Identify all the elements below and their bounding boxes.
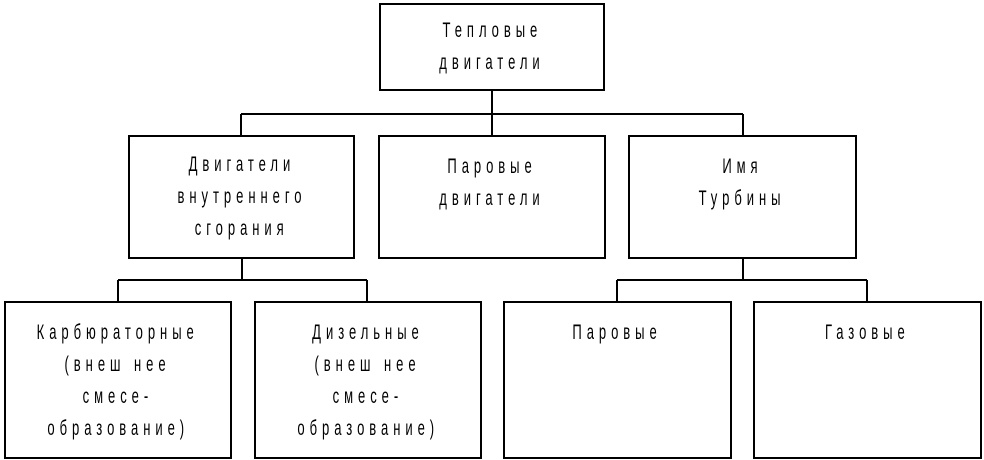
node-label: сгорания (194, 217, 289, 240)
node-steam-engines: Паровые двигатели (378, 135, 606, 259)
node-label: Турбины (699, 187, 786, 210)
node-label: образование) (297, 417, 439, 440)
node-internal-combustion: Двигатели внутреннего сгорания (128, 135, 355, 259)
node-gas-turbines: Газовые (753, 301, 982, 459)
node-label: Газовые (825, 321, 910, 344)
node-label: смесе- (82, 385, 154, 408)
node-heat-engines: Тепловые двигатели (379, 3, 605, 91)
node-label: внутреннего (177, 185, 306, 208)
node-label: Двигатели (188, 153, 295, 176)
node-diesel: Дизельные (внеш нее смесе- образование) (254, 301, 482, 459)
node-carburetor: Карбюраторные (внеш нее смесе- образован… (4, 301, 232, 459)
node-label: Тепловые (442, 19, 542, 42)
node-label: образование) (47, 417, 189, 440)
node-label: (внеш нее (64, 353, 172, 376)
node-label: Карбюраторные (36, 321, 200, 344)
node-label: двигатели (439, 51, 545, 74)
node-label: Паровые (572, 321, 663, 344)
node-label: Паровые (447, 155, 537, 178)
node-steam-turbines: Паровые (503, 301, 732, 459)
node-label: двигатели (439, 187, 545, 210)
node-label: Имя (722, 155, 763, 178)
node-turbines: Имя Турбины (628, 135, 857, 259)
node-label: смесе- (332, 385, 404, 408)
node-label: (внеш нее (314, 353, 422, 376)
node-label: Дизельные (312, 321, 424, 344)
